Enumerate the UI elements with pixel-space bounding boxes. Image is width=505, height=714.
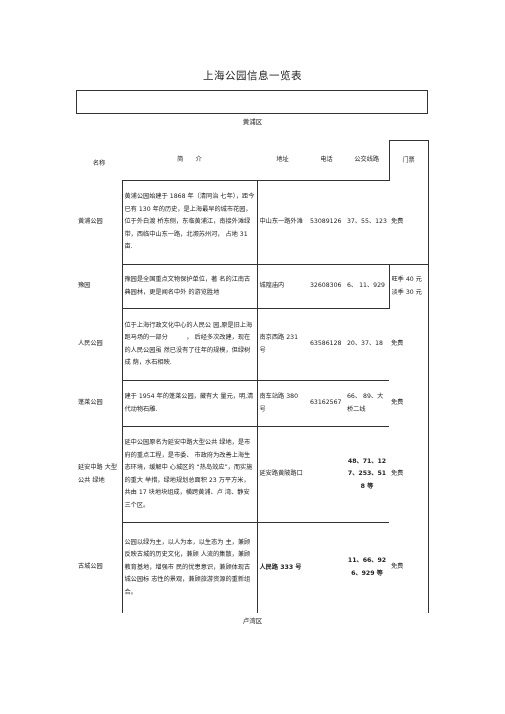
park-address: 城隍庙内 bbox=[257, 264, 308, 309]
park-name: 古城公园 bbox=[78, 563, 103, 571]
park-intro: 延中公园原名为延安中路大型公共 绿地，是市府的重点工程，是市委、 市政府为改善上… bbox=[121, 426, 258, 523]
park-bus: 48、71、127、253、518 等 bbox=[345, 426, 389, 523]
park-bus: 37、55、123 bbox=[345, 180, 389, 265]
table-row: 古城公园 公园以绿为主，以人为本，以生态为 主，兼顾反映古城的历史文化，兼顾 人… bbox=[76, 522, 429, 613]
park-name: 豫园 bbox=[78, 282, 91, 290]
park-phone: 32608306 bbox=[308, 264, 345, 309]
park-address: 南车站路 380 号 bbox=[257, 380, 308, 427]
header-phone: 电话 bbox=[320, 156, 333, 163]
park-name: 黄浦公园 bbox=[78, 218, 103, 226]
header-intro: 简 介 bbox=[177, 156, 202, 163]
header-name: 名称 bbox=[76, 141, 122, 181]
header-address: 地址 bbox=[276, 156, 289, 163]
table-row: 蓬莱公园 建于 1954 年的蓬莱公园，藏有大 量元，明,清代动物石雕. 南车站… bbox=[76, 380, 429, 427]
park-name: 人民公园 bbox=[78, 340, 103, 348]
park-bus: 66、 89、大桥二线 bbox=[345, 380, 389, 427]
park-bus: 11、66、926、929 等 bbox=[345, 522, 389, 613]
district-heading-huangpu: 黄浦区 bbox=[242, 118, 263, 126]
page-title: 上海公园信息一览表 bbox=[203, 70, 302, 82]
table-row: 豫园 豫园是全国重点文物保护单位，著 名的江南古典园林，更是闻名中外 的游览胜地… bbox=[76, 264, 429, 309]
park-name: 延安中路 大型公共 绿地 bbox=[78, 464, 118, 484]
park-ticket: 免费 bbox=[389, 522, 429, 613]
park-info-table: 名称 简 介 地址 电话 公交线路 门票 黄浦公园 黄浦公园始建于 1868 年… bbox=[76, 140, 429, 613]
park-ticket: 免费 bbox=[389, 380, 429, 427]
park-phone: 63162567 bbox=[308, 380, 345, 427]
table-row: 黄浦公园 黄浦公园始建于 1868 年（清同治 七年），距今已有 130 年的历… bbox=[76, 180, 429, 265]
park-ticket: 免费 bbox=[389, 180, 429, 265]
park-intro: 黄浦公园始建于 1868 年（清同治 七年），距今已有 130 年的历史，是上海… bbox=[121, 180, 258, 265]
park-phone bbox=[308, 426, 345, 523]
park-bus: 6、 11、929 bbox=[345, 264, 390, 309]
park-ticket: 免费 bbox=[389, 308, 429, 381]
park-bus: 20、37、18 bbox=[345, 308, 389, 381]
park-address: 延安路黄陂路口 bbox=[257, 426, 308, 523]
park-phone bbox=[308, 522, 345, 613]
park-intro: 公园以绿为主，以人为本，以生态为 主，兼顾反映古城的历史文化，兼顾 人流的集散，… bbox=[121, 522, 258, 613]
table-row: 人民公园 位于上海行政文化中心的人民公 园,原是旧上海跑马场的一部分 ， 后经多… bbox=[76, 308, 429, 381]
park-ticket: 免费 bbox=[389, 426, 429, 523]
table-header-row: 名称 简 介 地址 电话 公交线路 门票 bbox=[76, 140, 429, 181]
park-phone: 63586128 bbox=[308, 308, 345, 381]
park-intro: 豫园是全国重点文物保护单位，著 名的江南古典园林，更是闻名中外 的游览胜地 bbox=[121, 264, 258, 309]
header-bus: 公交线路 bbox=[345, 140, 390, 181]
park-intro: 建于 1954 年的蓬莱公园，藏有大 量元，明,清代动物石雕. bbox=[121, 380, 258, 427]
header-ticket: 门票 bbox=[389, 140, 429, 181]
park-address: 人民路 333 号 bbox=[257, 522, 308, 613]
district-heading-luwan: 卢湾区 bbox=[242, 617, 263, 625]
table-row: 延安中路 大型公共 绿地 延中公园原名为延安中路大型公共 绿地，是市府的重点工程… bbox=[76, 426, 429, 523]
park-intro: 位于上海行政文化中心的人民公 园,原是旧上海跑马场的一部分 ， 后经多次改建，现… bbox=[121, 308, 258, 381]
header-box bbox=[76, 90, 428, 114]
park-address: 南京西路 231 号 bbox=[257, 308, 308, 381]
header-name-text: 名称 bbox=[92, 160, 106, 168]
park-name: 蓬莱公园 bbox=[78, 399, 103, 407]
park-address: 中山东一路外滩 bbox=[257, 180, 308, 265]
park-ticket: 旺季 40 元淡季 30 元 bbox=[389, 264, 429, 309]
park-phone: 53089126 bbox=[308, 180, 345, 265]
